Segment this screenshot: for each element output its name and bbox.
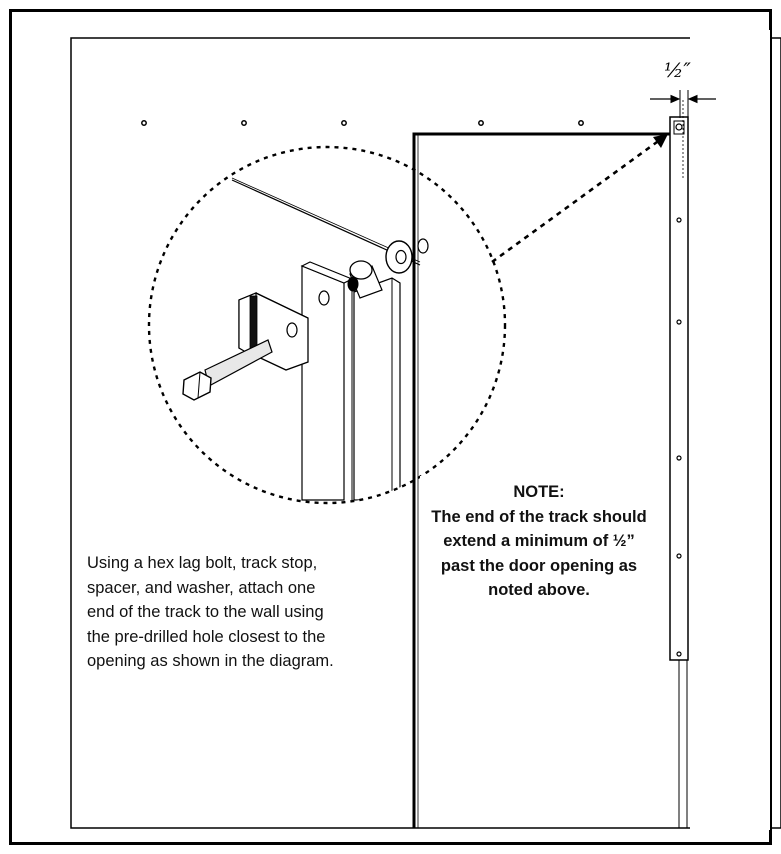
wall-panel xyxy=(70,37,781,829)
note-body: The end of the track should extend a min… xyxy=(431,507,647,600)
note-heading: NOTE: xyxy=(513,483,565,501)
instruction-text: Using a hex lag bolt, track stop, spacer… xyxy=(87,554,334,670)
note-callout: NOTE: The end of the track should extend… xyxy=(424,480,654,603)
detail-view xyxy=(182,177,429,501)
detail-circle xyxy=(147,145,507,505)
pre-drilled-holes xyxy=(141,120,584,126)
dimension-marker xyxy=(650,90,716,180)
door-opening xyxy=(412,132,670,828)
diagram-border xyxy=(9,9,772,845)
half-inch-label: ½″ xyxy=(664,58,691,82)
track xyxy=(669,116,689,828)
detail-arrow xyxy=(491,134,668,264)
